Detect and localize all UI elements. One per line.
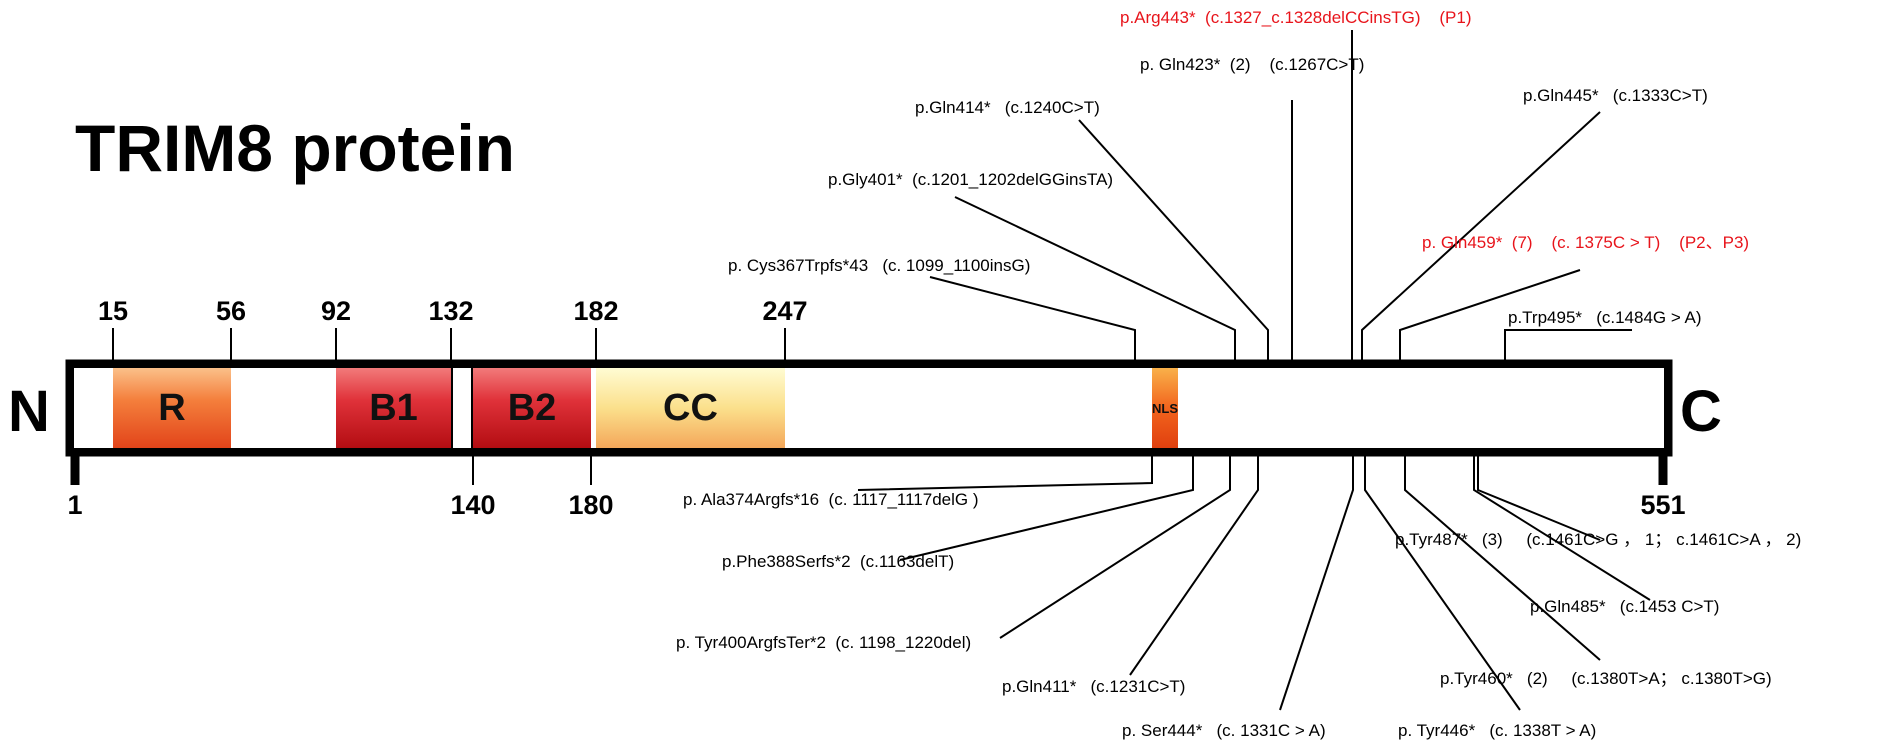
mutation-gln423: p. Gln423* (2) (c.1267C>T) [1140,55,1365,74]
c-terminus-label: C [1680,379,1722,444]
mutation-cys367: p. Cys367Trpfs*43 (c. 1099_1100insG) [728,256,1031,275]
mutation-tyr400: p. Tyr400ArgfsTer*2 (c. 1198_1220del) [676,633,972,652]
mutation-gln445: p.Gln445* (c.1333C>T) [1523,86,1708,105]
mutation-gln414: p.Gln414* (c.1240C>T) [915,98,1100,117]
protein-bar-outline [65,359,1673,457]
pos-92: 92 [320,296,352,326]
domain-r: R [113,368,231,448]
pos-180: 180 [568,490,614,520]
mutation-gly401: p.Gly401* (c.1201_1202delGGinsTA) [828,170,1114,189]
pos-247: 247 [762,296,808,326]
mutation-gln485: p.Gln485* (c.1453 C>T) [1530,597,1720,616]
top-leaders [929,30,1632,365]
mutation-tyr446: p. Tyr446* (c. 1338T > A) [1398,721,1597,740]
domain-cc: CC [596,368,785,448]
domain-b1-label: B1 [369,386,418,429]
domain-cc-label: CC [663,386,718,429]
n-terminus-label: N [8,379,50,444]
pos-1: 1 [67,490,83,520]
mutation-ser444: p. Ser444* (c. 1331C > A) [1122,721,1326,740]
mutation-ala374: p. Ala374Argfs*16 (c. 1117_1117delG ) [683,490,979,509]
domain-b2: B2 [473,368,591,448]
protein-bar [74,368,1664,448]
domain-r-label: R [158,386,186,429]
pos-56: 56 [215,296,247,326]
diagram-title: TRIM8 protein [75,111,515,185]
mutation-tyr487: p.Tyr487* (3) (c.1461C>G ， 1； c.1461C>A … [1395,530,1802,549]
pos-132: 132 [428,296,474,326]
pos-140: 140 [450,490,496,520]
bottom-ticks [472,448,592,485]
top-ticks [112,328,786,368]
mutation-gln459: p. Gln459* (7) (c. 1375C > T) (P2、P3) [1422,233,1750,252]
domain-nls: NLS [1152,368,1178,448]
domain-gap [451,368,473,448]
mutation-gln411: p.Gln411* (c.1231C>T) [1002,677,1186,696]
domain-b1: B1 [336,368,451,448]
mutation-phe388: p.Phe388Serfs*2 (c.1163delT) [722,552,955,571]
mutation-trp495: p.Trp495* (c.1484G > A) [1508,308,1702,327]
mutation-tyr460: p.Tyr460* (2) (c.1380T>A； c.1380T>G) [1440,669,1772,688]
bottom-leaders [857,452,1651,711]
mutation-arg443: p.Arg443* (c.1327_c.1328delCCinsTG) (P1) [1120,8,1472,27]
pos-182: 182 [573,296,619,326]
domain-b2-label: B2 [507,386,557,429]
domain-nls-label: NLS [1152,400,1178,416]
pos-15: 15 [97,296,129,326]
pos-551: 551 [1640,490,1686,520]
